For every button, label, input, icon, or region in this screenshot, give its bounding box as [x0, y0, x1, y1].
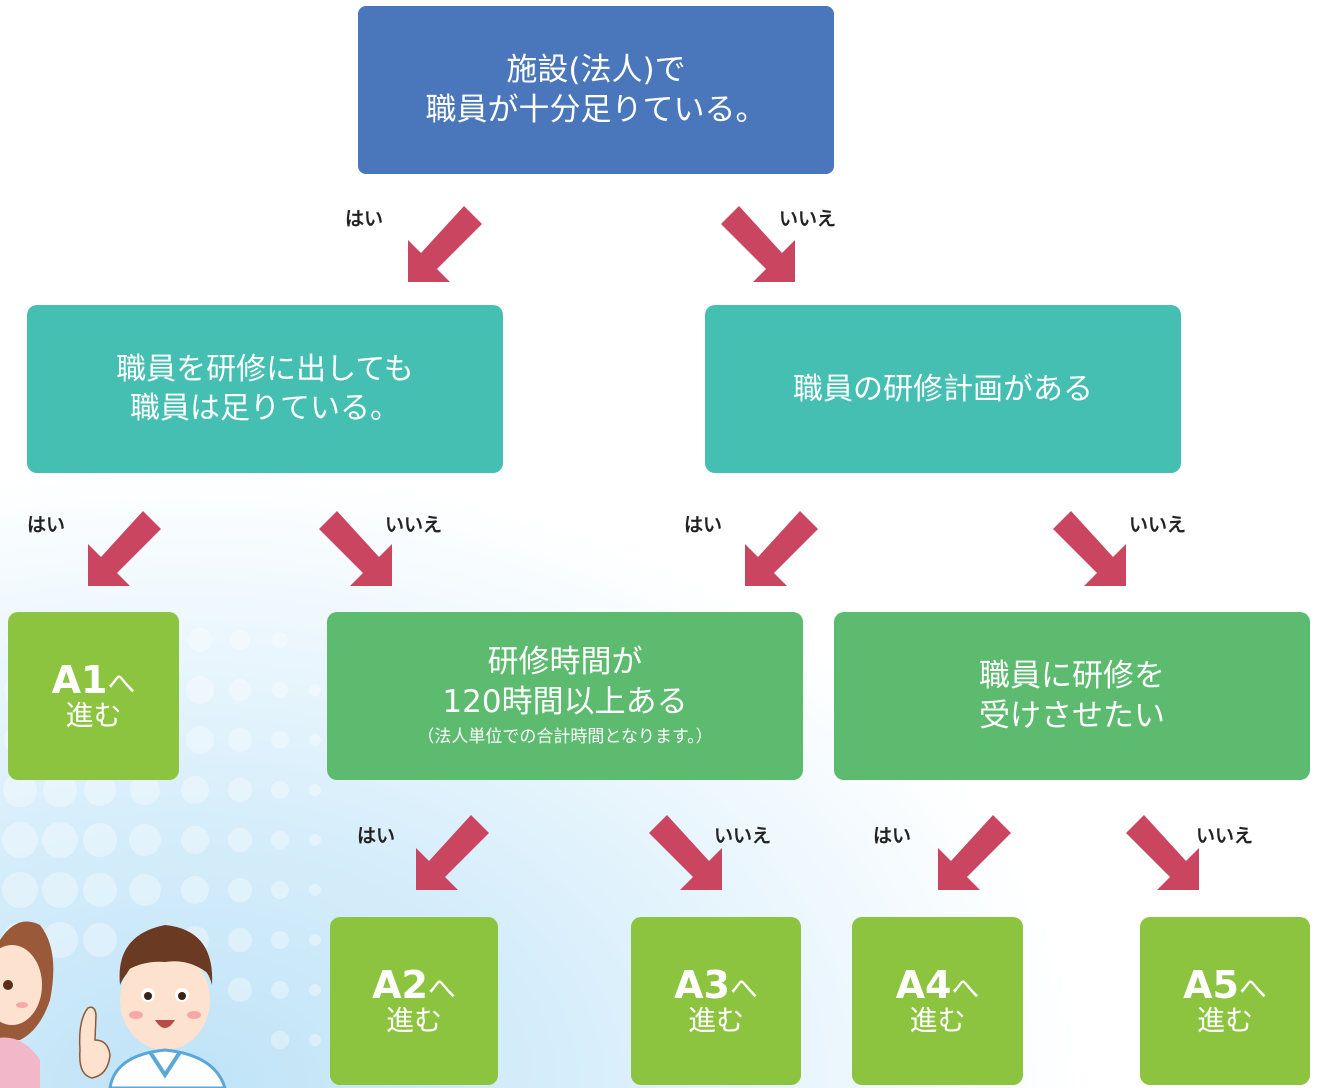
arrow-yes-left [88, 511, 161, 586]
node-left-line2: 職員は足りている。 [130, 391, 400, 426]
label-yes-left: はい [27, 514, 66, 536]
node-a1-action: 進む [65, 698, 122, 732]
node-answer-a5: A5へ 進む [1140, 917, 1310, 1085]
label-no-want: いいえ [1196, 825, 1254, 847]
arrow-yes-want [938, 815, 1011, 890]
node-root-line1: 施設(法人)で [506, 51, 686, 88]
node-a2-heading: A2へ [372, 962, 456, 1007]
node-root-line2: 職員が十分足りている。 [425, 92, 767, 128]
arrow-yes-right [745, 511, 818, 586]
node-want-line2: 受けさせたい [979, 698, 1165, 734]
arrow-no-want [1126, 815, 1199, 890]
node-answer-a2: A2へ 進む [330, 917, 498, 1085]
node-left-line1: 職員を研修に出しても [116, 352, 414, 387]
node-answer-a3: A3へ 進む [631, 917, 801, 1085]
label-no-left: いいえ [385, 514, 443, 536]
label-yes-root: はい [345, 208, 384, 230]
label-no-hours: いいえ [714, 825, 772, 847]
arrow-no-root [721, 206, 795, 282]
node-answer-a1: A1へ 進む [8, 612, 179, 780]
node-left-question: 職員を研修に出しても 職員は足りている。 [27, 305, 503, 473]
node-hours-line1: 研修時間が [487, 643, 643, 680]
node-a1-heading: A1へ [51, 657, 136, 702]
node-hours-line2: 120時間以上ある [442, 684, 688, 721]
arrow-yes-hours [416, 815, 489, 890]
node-want-question: 職員に研修を 受けさせたい [834, 612, 1310, 780]
label-no-root: いいえ [779, 208, 837, 230]
node-a5-heading: A5へ [1183, 962, 1267, 1007]
node-a2-action: 進む [385, 1003, 442, 1037]
node-a5-action: 進む [1196, 1003, 1253, 1037]
male-staff-character [78, 925, 227, 1088]
label-yes-right: はい [684, 514, 723, 536]
label-yes-want: はい [873, 825, 912, 847]
arrow-no-left [319, 511, 392, 586]
node-a4-action: 進む [909, 1003, 966, 1037]
node-answer-a4: A4へ 進む [852, 917, 1023, 1085]
node-a4-heading: A4へ [895, 962, 980, 1007]
arrow-no-right [1053, 511, 1126, 586]
node-a3-action: 進む [687, 1003, 744, 1037]
label-no-right: いいえ [1129, 514, 1187, 536]
node-hours-note: （法人単位での合計時間となります。） [417, 727, 713, 748]
node-right-line1: 職員の研修計画がある [793, 371, 1093, 407]
arrow-no-hours [649, 815, 722, 890]
node-want-line1: 職員に研修を [979, 657, 1165, 694]
arrow-yes-root [408, 206, 482, 282]
node-root-question: 施設(法人)で 職員が十分足りている。 [358, 6, 834, 174]
label-yes-hours: はい [357, 825, 396, 847]
node-right-question: 職員の研修計画がある [705, 305, 1181, 473]
node-a3-heading: A3へ [674, 962, 758, 1007]
female-staff-character [0, 921, 54, 1088]
node-hours-question: 研修時間が 120時間以上ある （法人単位での合計時間となります。） [327, 612, 803, 780]
